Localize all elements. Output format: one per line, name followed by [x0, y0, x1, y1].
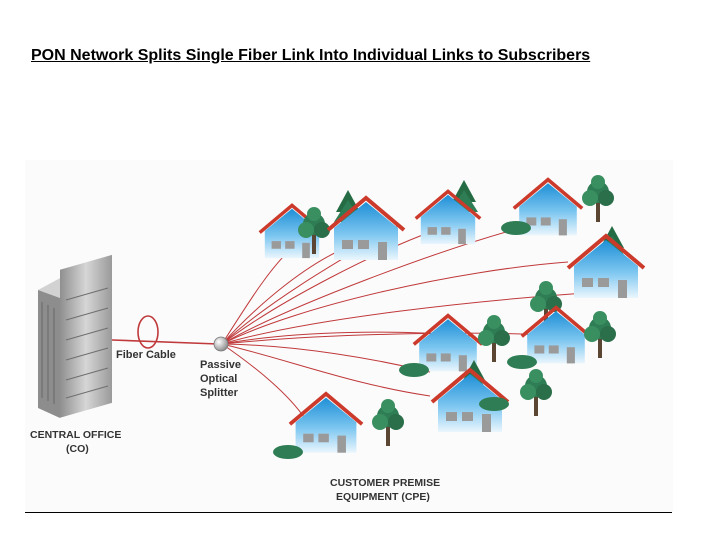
bush-icon [507, 355, 537, 369]
splitter-label-line2: Optical [200, 373, 237, 385]
fiber-cable-label: Fiber Cable [116, 349, 176, 361]
tree-icon [372, 399, 404, 446]
subscriber-house [287, 391, 365, 455]
tree-icon [584, 311, 616, 358]
central-office-server [38, 254, 112, 418]
cpe-label-line1: CUSTOMER PREMISE [330, 477, 440, 489]
cpe-label-line2: EQUIPMENT (CPE) [336, 491, 430, 503]
tree-icon [582, 175, 614, 222]
tree-icon [520, 369, 552, 416]
bush-icon [273, 445, 303, 459]
bush-icon [501, 221, 531, 235]
subscriber-house [566, 234, 646, 300]
slide-title: PON Network Splits Single Fiber Link Int… [31, 47, 591, 64]
bush-icon [479, 397, 509, 411]
fiber-cable [111, 315, 219, 349]
bush-icon [399, 363, 429, 377]
central-office-label-line2: (CO) [66, 443, 89, 455]
subscriber-house [411, 313, 485, 374]
splitter-label-line3: Splitter [200, 387, 239, 399]
central-office-label-line1: CENTRAL OFFICE [30, 429, 121, 441]
splitter-label-line1: Passive [200, 359, 241, 371]
subscriber-house [519, 305, 593, 366]
tree-icon [478, 315, 510, 362]
bottom-divider [25, 512, 672, 513]
passive-optical-splitter-node [213, 336, 229, 352]
